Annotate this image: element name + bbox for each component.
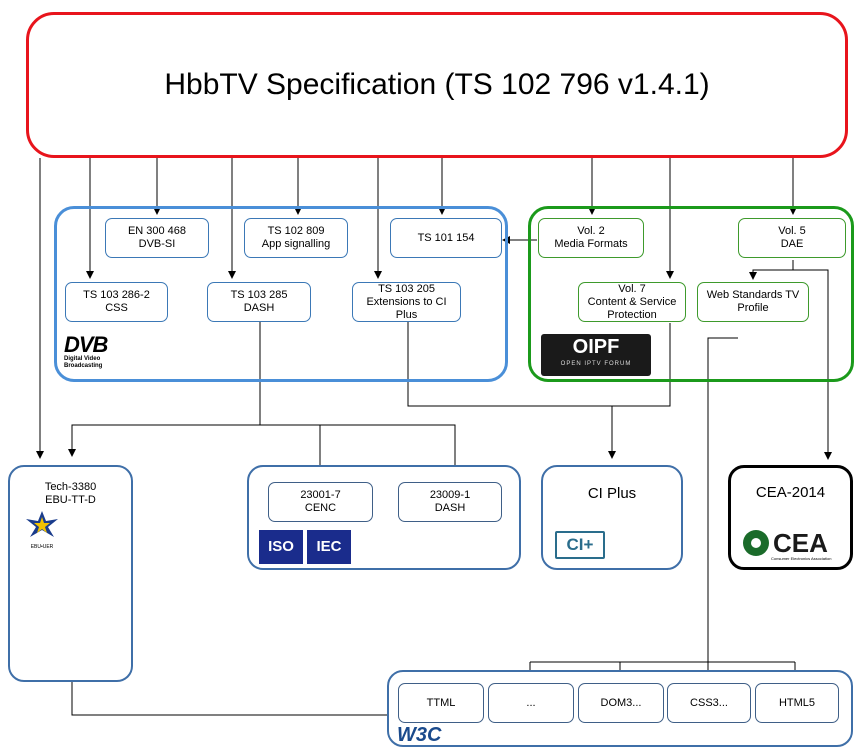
dvb-logo-line2: Broadcasting [64,363,103,369]
doc-dom3: DOM3... [578,683,664,723]
hbbtv-spec-title: HbbTV Specification (TS 102 796 v1.4.1) [164,68,710,101]
cea-title: CEA-2014 [755,484,826,501]
doc-css3: CSS3... [667,683,751,723]
doc-vol-5: Vol. 5 DAE [738,218,846,258]
ebu-group: Tech-3380 EBU-TT-D EBU•UER [8,465,133,682]
oipf-group [528,206,854,382]
doc-23009-1: 23009-1 DASH [398,482,502,522]
dvb-logo: DVB Digital Video Broadcasting [64,334,124,376]
cea-starburst-icon [743,530,769,556]
arrow-vol5-to-webstd [749,260,794,280]
line-webstd-down [707,337,738,662]
oipf-logo-line: OPEN IPTV FORUM [560,361,632,367]
hbbtv-spec-box: HbbTV Specification (TS 102 796 v1.4.1) [26,12,848,158]
cea-logo: CEA Consumer Electronics Association [741,528,849,564]
doc-ts-103-205: TS 103 205 Extensions to CI Plus [352,282,461,322]
ebu-logo-text: EBU•UER [30,544,54,550]
ciplus-group: CI Plus CI+ [541,465,683,570]
iso-logo: ISO IEC [259,530,355,564]
iec-logo-mark: IEC [307,530,351,564]
doc-ts-103-285: TS 103 285 DASH [207,282,311,322]
cea-logo-mark: CEA [773,528,828,558]
dvb-logo-line1: Digital Video [64,356,101,362]
oipf-logo: OIPF OPEN IPTV FORUM [541,334,651,376]
doc-ellipsis: ... [488,683,574,723]
doc-ts-103-286-2: TS 103 286-2 CSS [65,282,168,322]
arrow-dash-to-isodash [320,424,459,479]
doc-ttml: TTML [398,683,484,723]
dvb-logo-mark: DVB [64,332,108,357]
oipf-logo-mark: OIPF [572,336,620,358]
ciplus-title: CI Plus [587,485,637,502]
ebu-star-icon [26,511,58,537]
cea-group: CEA-2014 CEA Consumer Electronics Associ… [728,465,853,570]
doc-en-300-468: EN 300 468 DVB-SI [105,218,209,258]
cea-logo-sub: Consumer Electronics Association [771,556,832,561]
line-ts103205-to-ciplus [407,322,671,407]
ebu-logo: EBU•UER [22,509,62,550]
arrow-vol5-to-cea [793,269,832,460]
doc-23001-7: 23001-7 CENC [268,482,373,522]
doc-vol-7: Vol. 7 Content & Service Protection [578,282,686,322]
iso-logo-mark: ISO [259,530,303,564]
w3c-logo: W3C [397,724,442,746]
dvb-group [54,206,508,382]
doc-web-standards-tv: Web Standards TV Profile [697,282,809,322]
line-dash-split [68,322,261,457]
doc-html5: HTML5 [755,683,839,723]
ciplus-logo: CI+ [555,531,605,559]
doc-ts-102-809: TS 102 809 App signalling [244,218,348,258]
ebu-title: Tech-3380 EBU-TT-D [44,481,97,506]
doc-vol-2: Vol. 2 Media Formats [538,218,644,258]
doc-ts-101-154: TS 101 154 [390,218,502,258]
